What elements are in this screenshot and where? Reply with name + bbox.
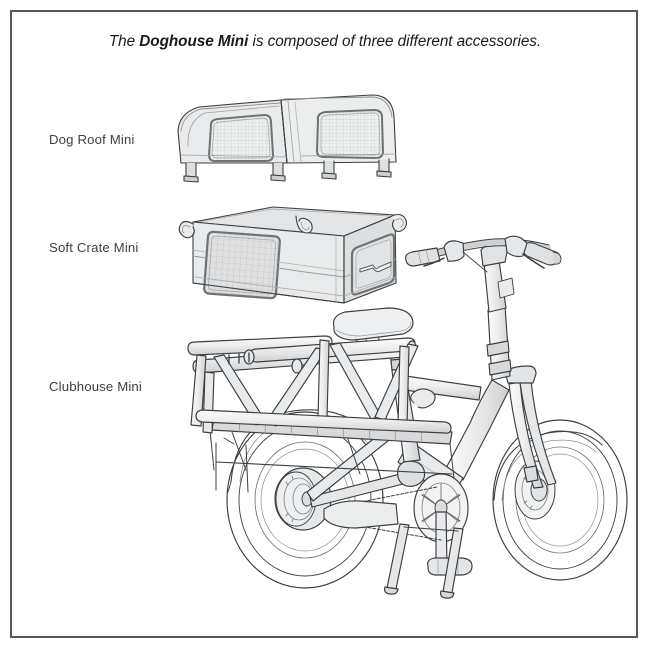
hub-motor-bolts xyxy=(285,475,294,523)
crate-loop-center-inner xyxy=(300,221,310,231)
cable-front xyxy=(462,251,488,273)
downtube xyxy=(444,379,510,481)
roof-center-seam-3 xyxy=(294,101,302,163)
cargo-ebike-illustration xyxy=(209,235,628,599)
grip-right-end-cap xyxy=(552,251,562,265)
brake-lever-right-blade xyxy=(522,253,545,269)
crate-bottom-hem xyxy=(194,276,397,297)
title-prefix: The xyxy=(108,33,140,50)
roof-foot-3-pad xyxy=(321,172,337,180)
crate-bottom-left xyxy=(192,282,345,304)
head-tube-collar2 xyxy=(488,359,512,376)
roof-foot-1-pad xyxy=(183,175,199,183)
front-wheel xyxy=(492,419,628,581)
kickstand-crossbar xyxy=(403,526,459,532)
soft-crate-mini-illustration xyxy=(178,206,408,304)
clubhouse-right-post xyxy=(397,345,410,428)
roof-foot-2 xyxy=(272,162,284,177)
title-suffix: is composed of three different accessori… xyxy=(248,33,542,50)
head-tube-collar xyxy=(486,340,510,357)
dog-roof-mini-illustration xyxy=(177,94,397,183)
roof-right-window-trim xyxy=(320,112,381,156)
clubhouse-mount-ring xyxy=(410,388,436,409)
roof-foot-4-pad xyxy=(376,170,392,178)
roof-center-seam xyxy=(280,99,288,164)
roof-foot-1 xyxy=(185,162,197,178)
crate-loop-right-inner xyxy=(395,218,404,228)
clubhouse-mid-bar xyxy=(195,409,452,434)
label-clubhouse-mini: Clubhouse Mini xyxy=(49,379,142,394)
brake-lever-right xyxy=(504,235,528,258)
grip-left-ridges xyxy=(417,249,430,264)
fork-blade-far xyxy=(519,379,557,486)
brake-lever-left-blade xyxy=(423,257,445,267)
bottom-bracket xyxy=(397,460,426,487)
brake-lever-left xyxy=(443,240,465,262)
roof-foot-4 xyxy=(378,158,390,173)
crate-left-mesh-trim xyxy=(208,235,276,295)
saddle xyxy=(332,307,414,341)
fork-blade-near xyxy=(508,381,544,489)
crate-strap-right xyxy=(343,258,397,278)
crate-door-trim xyxy=(355,239,392,289)
roof-foot-2-pad xyxy=(270,174,286,182)
rear-rack-support-a xyxy=(231,431,361,475)
rear-rim xyxy=(254,441,356,559)
rear-rack-post xyxy=(215,442,249,493)
crate-strap-band-a xyxy=(192,249,345,272)
roof-left-window-trim xyxy=(211,117,271,159)
crate-loop-center xyxy=(295,215,313,234)
kickstand-foot-a xyxy=(383,586,399,595)
label-dog-roof-mini: Dog Roof Mini xyxy=(49,132,135,147)
front-rotor-vents xyxy=(523,471,533,510)
crate-strap-left xyxy=(192,255,345,278)
rear-rim-inner xyxy=(260,448,350,552)
rear-fender-strut xyxy=(223,437,235,493)
grip-left xyxy=(405,247,441,267)
crate-loop-left xyxy=(178,220,195,239)
page-title: The Doghouse Mini is composed of three d… xyxy=(0,33,650,51)
roof-left-seam xyxy=(187,105,280,147)
crate-door-handle xyxy=(359,261,392,273)
stem-cable-guide xyxy=(497,277,515,299)
clubhouse-mini-illustration xyxy=(187,335,452,434)
label-soft-crate-mini: Soft Crate Mini xyxy=(49,240,139,255)
motor-cover xyxy=(323,500,399,529)
clubhouse-mid-post xyxy=(317,339,330,420)
roof-left-window xyxy=(208,114,274,162)
clubhouse-rail-cap-b xyxy=(291,358,303,374)
clubhouse-leg-back-left xyxy=(202,371,215,434)
rear-rack-deck-slats xyxy=(238,419,423,444)
roof-right-ridge xyxy=(283,96,393,118)
fork-brake-caliper xyxy=(523,465,539,483)
front-fender-edge xyxy=(501,439,597,501)
roof-foot-3 xyxy=(323,160,335,175)
crate-left-mesh-panel xyxy=(203,230,281,300)
crate-top-seam xyxy=(197,208,390,223)
kickstand-foot-b xyxy=(439,590,455,599)
clubhouse-leg-front-left xyxy=(190,354,207,427)
roof-left-skirt xyxy=(180,154,288,158)
crate-loop-left-inner xyxy=(181,225,191,234)
roof-left-ridge xyxy=(180,102,281,132)
rear-rack-lower-bar xyxy=(215,461,453,475)
roof-right-window xyxy=(316,109,384,159)
kickstand-leg-a xyxy=(386,523,410,590)
crankset xyxy=(413,473,473,576)
front-fender xyxy=(493,430,603,501)
title-product-name: Doghouse Mini xyxy=(139,33,249,50)
saddle-edge xyxy=(335,321,412,337)
rear-rack-rail-left xyxy=(209,429,455,479)
roof-right-skirt xyxy=(300,153,397,157)
roof-center-seam-2 xyxy=(287,100,295,164)
crate-loop-right xyxy=(389,213,408,233)
